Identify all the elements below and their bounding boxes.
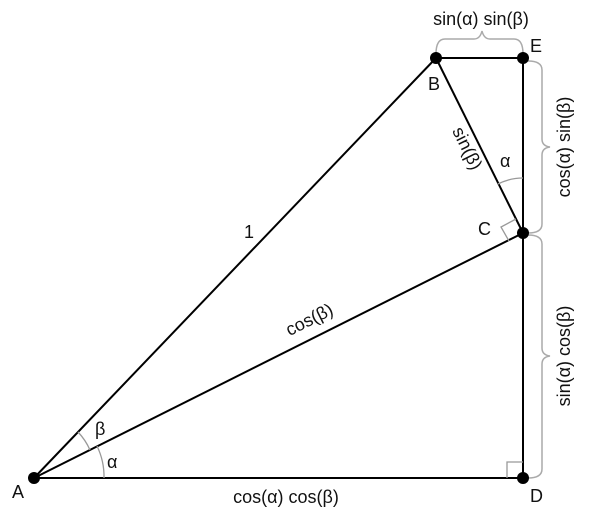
label-edge-ab: 1: [244, 222, 254, 242]
right-angle-c: [500, 218, 517, 242]
brace-ec: [527, 60, 551, 234]
point-a: [28, 472, 40, 484]
label-point-b: B: [428, 74, 440, 94]
label-brace-ec: cos(α) sin(β): [554, 97, 574, 198]
angle-arc-beta-a: [77, 431, 91, 451]
point-c: [517, 227, 529, 239]
label-angle-beta-a: β: [95, 419, 105, 439]
label-edge-ac: cos(β): [282, 299, 336, 339]
edge-ac: [33, 232, 524, 479]
right-angle-d: [506, 461, 523, 478]
brace-be: [435, 30, 524, 55]
label-point-c: C: [478, 219, 491, 239]
label-point-e: E: [530, 36, 542, 56]
brace-cd: [527, 234, 551, 479]
edge-bc: [435, 57, 524, 234]
angle-arc-alpha-a: [96, 445, 105, 479]
label-point-d: D: [530, 486, 543, 506]
label-angle-alpha-c: α: [500, 151, 510, 171]
point-b: [430, 52, 442, 64]
angle-arc-alpha-c: [497, 177, 524, 185]
label-angle-alpha-a: α: [107, 452, 117, 472]
label-brace-cd: sin(α) cos(β): [554, 306, 574, 407]
point-d: [517, 472, 529, 484]
label-point-a: A: [12, 482, 24, 502]
edge-ab: [33, 57, 437, 479]
point-e: [517, 52, 529, 64]
label-brace-be: sin(α) sin(β): [433, 9, 529, 29]
label-edge-ad: cos(α) cos(β): [233, 487, 339, 507]
